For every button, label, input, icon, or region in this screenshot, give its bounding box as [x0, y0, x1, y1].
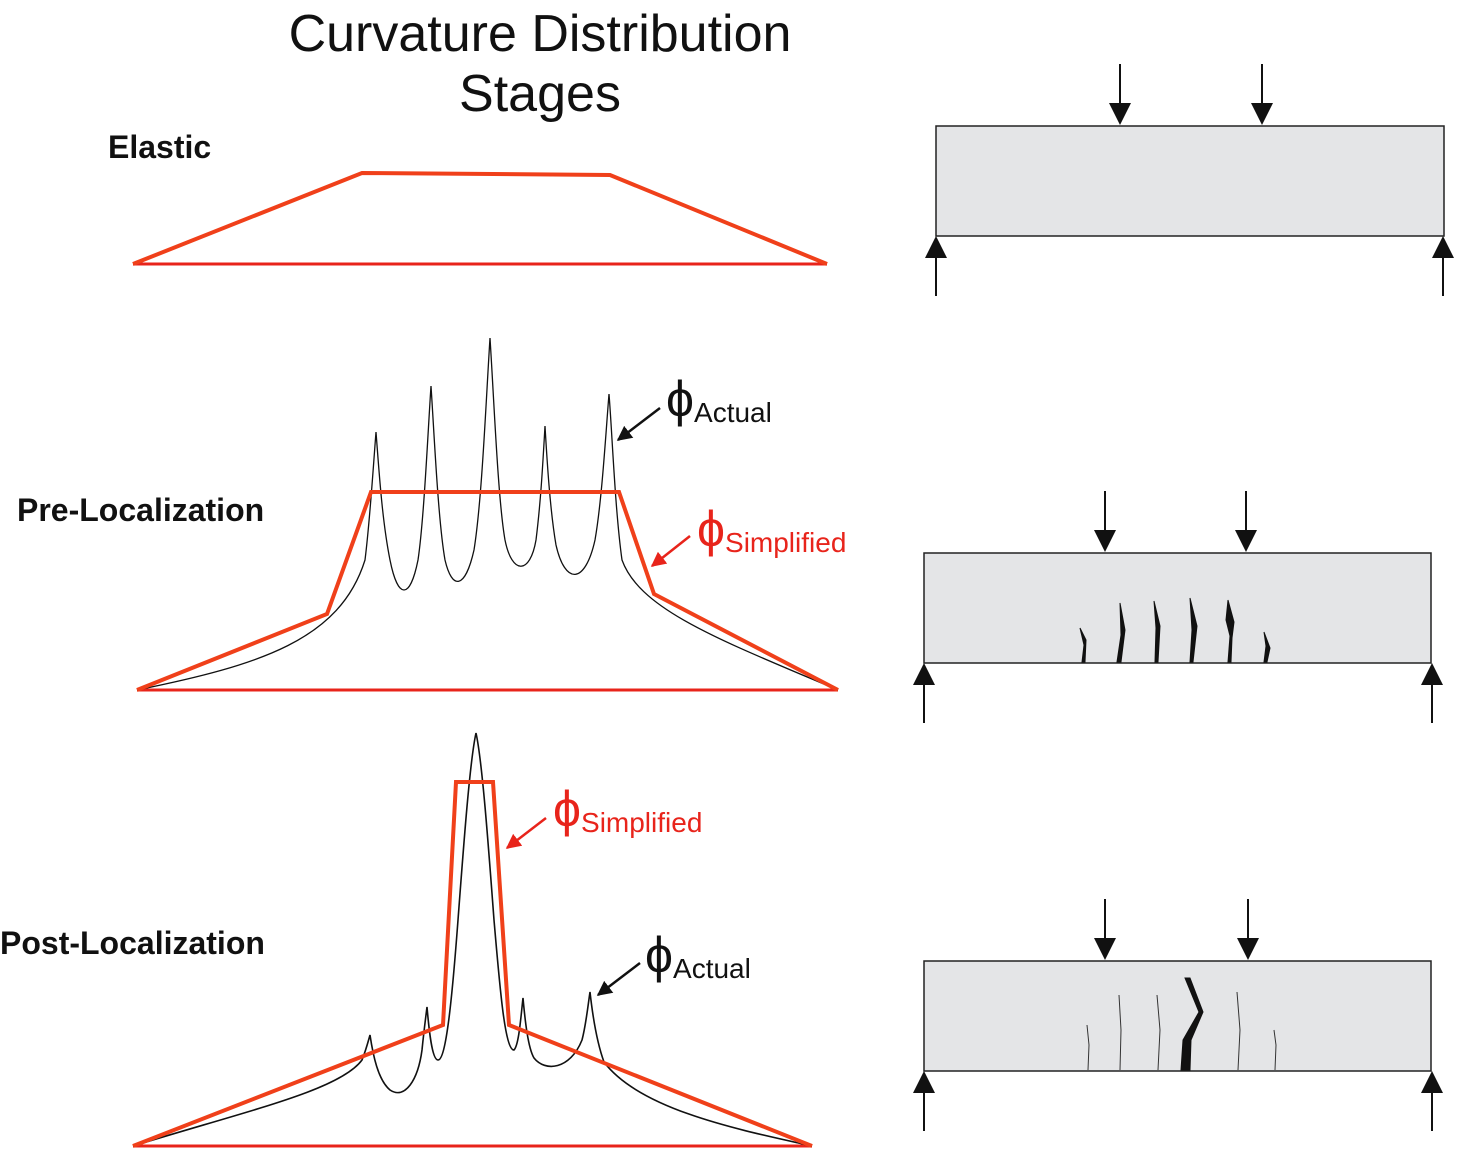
elastic-simplified-curve: [132, 170, 828, 266]
crack: [1236, 991, 1241, 1071]
diagram-title-line-2: Stages: [459, 65, 621, 123]
post-load-arrow-left: [1094, 899, 1116, 960]
post-simplified-pointer: [505, 817, 547, 849]
pre-support-right: [1421, 663, 1443, 723]
post-support-right: [1421, 1071, 1443, 1131]
post-simplified-curve: [132, 780, 813, 1148]
pre-localization-beam-diagram: [913, 491, 1443, 723]
pre-simplified-pointer: [650, 535, 691, 567]
elastic-beam-diagram: [925, 64, 1454, 296]
post-localization-curvature-plot: [132, 732, 813, 1148]
post-load-arrow-right: [1237, 899, 1259, 960]
crack: [1225, 599, 1235, 663]
elastic-support-right: [1432, 236, 1454, 296]
phi-actual-subscript: Actual: [673, 953, 751, 984]
post-beam: [923, 960, 1432, 1072]
crack: [1079, 627, 1087, 663]
diagram-title-line-1: Curvature Distribution: [288, 5, 792, 63]
pre-phi-simplified-label: ϕSimplified: [697, 500, 846, 558]
post-phi-actual-label: ϕActual: [645, 926, 751, 984]
crack: [1189, 597, 1198, 663]
crack: [1263, 631, 1271, 663]
localized-crack: [1180, 977, 1204, 1071]
phi-simplified-subscript: Simplified: [725, 527, 847, 558]
crack: [1156, 994, 1161, 1071]
phi-simplified-subscript: Simplified: [581, 807, 703, 838]
elastic-load-arrow-right: [1251, 64, 1273, 125]
crack: [1086, 1024, 1090, 1071]
phi-actual-subscript: Actual: [694, 397, 772, 428]
elastic-curvature-plot: [132, 170, 828, 266]
post-phi-simplified-label: ϕSimplified: [553, 780, 702, 838]
elastic-load-arrow-left: [1109, 64, 1131, 125]
elastic-beam: [935, 125, 1445, 237]
elastic-support-left: [925, 236, 947, 296]
post-support-left: [913, 1071, 935, 1131]
pre-localization-curvature-plot: [136, 337, 839, 692]
phi-symbol: ϕ: [666, 371, 695, 427]
stage-label-post-localization: Post-Localization: [0, 925, 265, 961]
stage-label-elastic: Elastic: [108, 129, 212, 165]
pre-simplified-curve: [136, 490, 839, 692]
pre-beam: [923, 552, 1432, 664]
pre-actual-curve: [136, 337, 839, 691]
crack: [1273, 1029, 1277, 1071]
pre-support-left: [913, 663, 935, 723]
phi-symbol: ϕ: [553, 781, 582, 837]
pre-load-arrow-left: [1094, 491, 1116, 552]
crack: [1118, 994, 1122, 1071]
crack: [1116, 602, 1126, 663]
pre-actual-pointer: [616, 407, 661, 441]
pre-cracks: [1079, 597, 1271, 663]
stage-label-pre-localization: Pre-Localization: [17, 492, 265, 528]
post-actual-curve: [132, 732, 813, 1147]
post-cracks: [1086, 991, 1277, 1071]
post-actual-pointer: [596, 962, 641, 996]
phi-symbol: ϕ: [697, 501, 726, 557]
crack: [1153, 600, 1161, 663]
phi-symbol: ϕ: [645, 927, 674, 983]
post-localization-beam-diagram: [913, 899, 1443, 1131]
pre-phi-actual-label: ϕActual: [666, 370, 772, 428]
pre-load-arrow-right: [1235, 491, 1257, 552]
